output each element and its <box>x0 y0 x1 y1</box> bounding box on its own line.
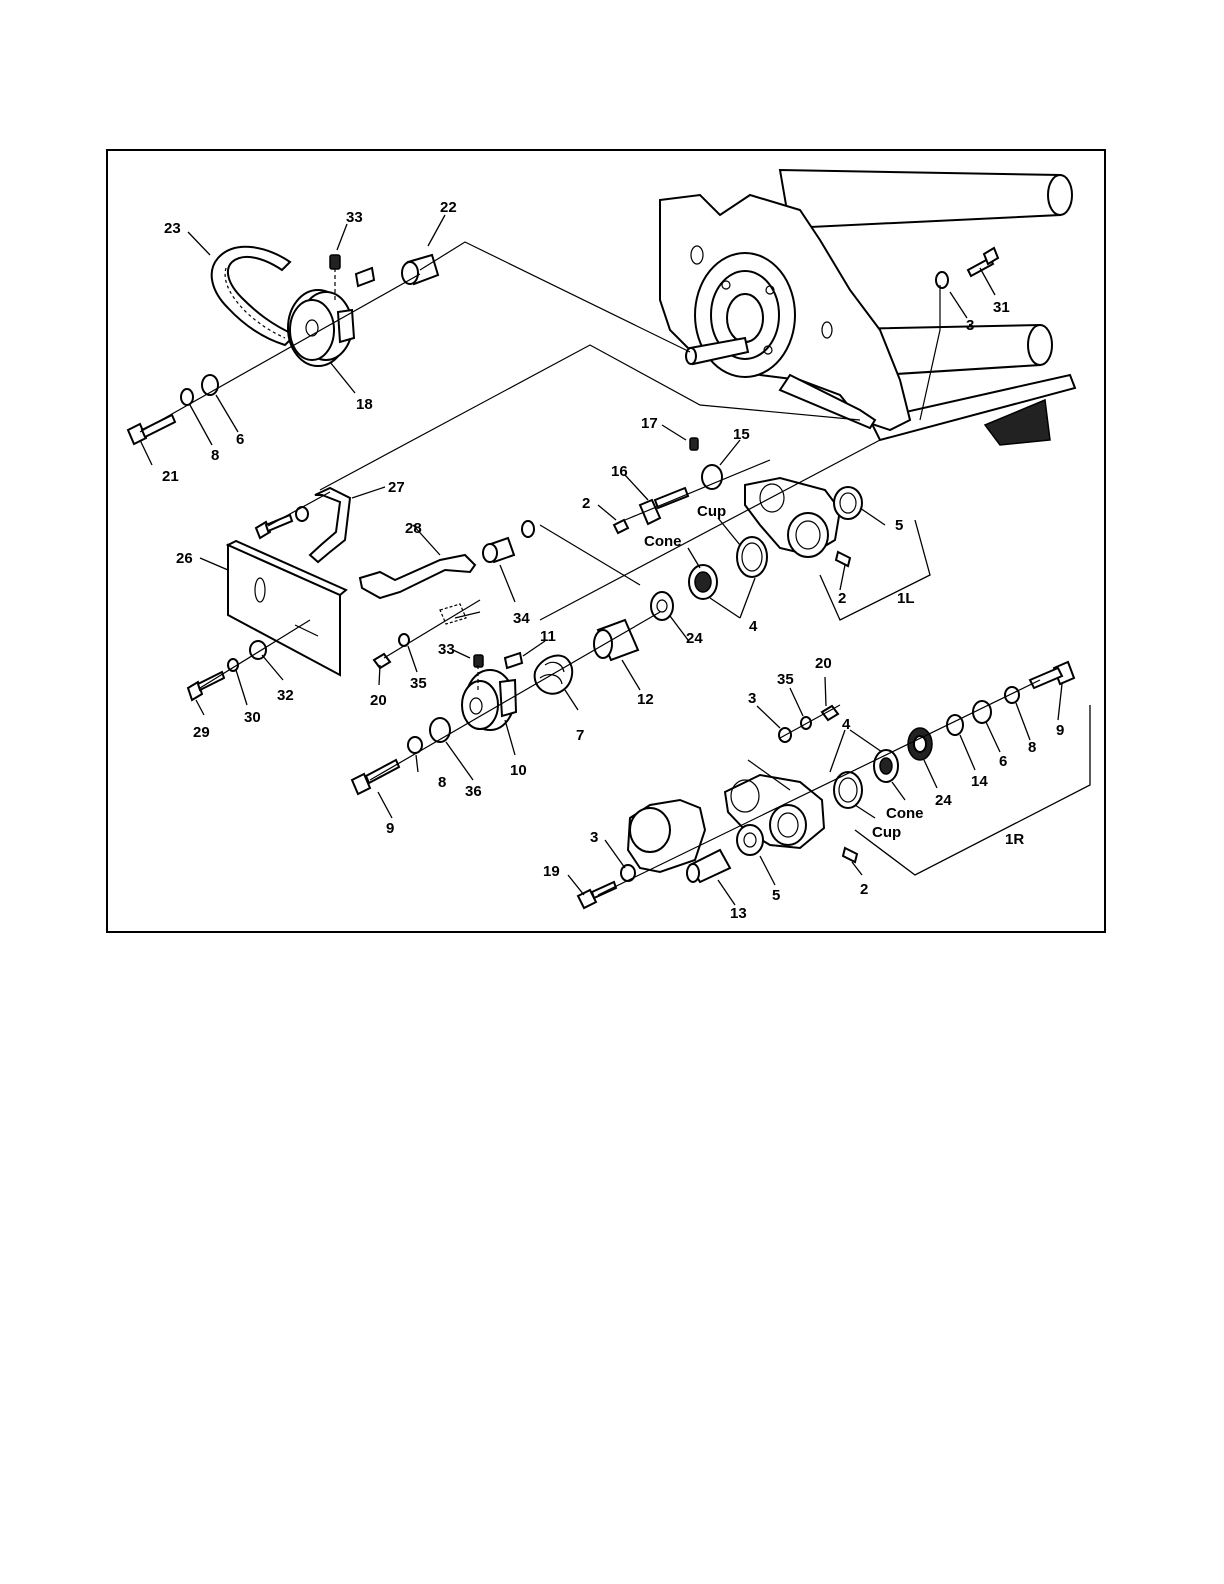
label-1R: 1R <box>1005 831 1024 848</box>
right-bearing-assembly <box>578 662 1090 908</box>
label-6: 6 <box>236 431 244 448</box>
label-32: 32 <box>277 687 294 704</box>
label-8: 8 <box>438 774 446 791</box>
label-9: 9 <box>1056 722 1064 739</box>
label-22: 22 <box>440 199 457 216</box>
label-1L: 1L <box>897 590 915 607</box>
label-20: 20 <box>370 692 387 709</box>
label-4: 4 <box>749 618 758 635</box>
belt-pulley-assembly <box>128 242 690 444</box>
label-18: 18 <box>356 396 373 413</box>
label-cup: Cup <box>872 824 901 841</box>
label-35: 35 <box>410 675 427 692</box>
label-19: 19 <box>543 863 560 880</box>
label-5: 5 <box>895 517 903 534</box>
left-bearing-assembly <box>540 438 930 620</box>
label-23: 23 <box>164 220 181 237</box>
label-4: 4 <box>842 716 851 733</box>
label-12: 12 <box>637 691 654 708</box>
housing <box>660 170 1075 445</box>
label-34: 34 <box>513 610 530 627</box>
label-7: 7 <box>576 727 584 744</box>
label-16: 16 <box>611 463 628 480</box>
label-cone: Cone <box>886 805 924 822</box>
label-2: 2 <box>838 590 846 607</box>
label-3: 3 <box>590 829 598 846</box>
label-24: 24 <box>686 630 703 647</box>
label-cup: Cup <box>697 503 726 520</box>
label-20: 20 <box>815 655 832 672</box>
label-8: 8 <box>1028 739 1036 756</box>
label-33: 33 <box>438 641 455 658</box>
label-5: 5 <box>772 887 780 904</box>
label-13: 13 <box>730 905 747 922</box>
label-3: 3 <box>966 317 974 334</box>
label-30: 30 <box>244 709 261 726</box>
label-9: 9 <box>386 820 394 837</box>
label-31: 31 <box>993 299 1010 316</box>
label-2: 2 <box>582 495 590 512</box>
label-26: 26 <box>176 550 193 567</box>
label-28: 28 <box>405 520 422 537</box>
label-11: 11 <box>540 628 556 645</box>
label-cone: Cone <box>644 533 682 550</box>
label-21: 21 <box>162 468 179 485</box>
label-2: 2 <box>860 881 868 898</box>
label-3: 3 <box>748 690 756 707</box>
label-29: 29 <box>193 724 210 741</box>
label-17: 17 <box>641 415 658 432</box>
label-8: 8 <box>211 447 219 464</box>
label-10: 10 <box>510 762 527 779</box>
label-27: 27 <box>388 479 405 496</box>
label-24: 24 <box>935 792 952 809</box>
label-35: 35 <box>777 671 794 688</box>
label-33: 33 <box>346 209 363 226</box>
label-14: 14 <box>971 773 988 790</box>
label-6: 6 <box>999 753 1007 770</box>
label-36: 36 <box>465 783 482 800</box>
label-15: 15 <box>733 426 750 443</box>
